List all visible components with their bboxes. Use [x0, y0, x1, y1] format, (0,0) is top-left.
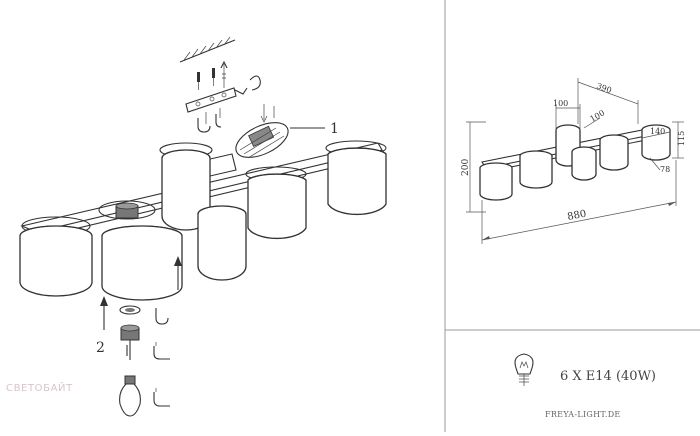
- arrow-up-icon: [100, 296, 108, 330]
- mini-shade-1: [479, 162, 513, 201]
- bulb-part: [119, 375, 141, 417]
- hook-icon: [153, 392, 170, 407]
- bulb-icon: [514, 353, 534, 386]
- shade-5: [245, 166, 307, 240]
- dimension-drawing: 390 100 100 140 115 200 78 880: [461, 78, 686, 244]
- hook-icon: [153, 346, 170, 360]
- socket-part: [120, 324, 140, 360]
- callout-2-label: 2: [96, 340, 105, 356]
- bulb-spec: 6 X E14 (40W): [560, 369, 657, 384]
- center-socket: [98, 200, 156, 220]
- callout-1-label: 1: [330, 121, 339, 137]
- arrow-up-icon: [174, 256, 182, 290]
- mini-shade-5: [599, 134, 629, 171]
- dim-100-side: 100: [589, 108, 607, 123]
- hook-icon: [249, 75, 261, 91]
- dim-140: 140: [650, 127, 665, 136]
- hook-icon: [197, 118, 211, 133]
- watermark: СВЕТОБАЙТ: [6, 383, 73, 394]
- hook-icon: [155, 308, 169, 325]
- shade-4: [197, 205, 247, 281]
- mounting-bar: [185, 87, 237, 113]
- ring-part: [119, 305, 141, 315]
- screw-icon: [197, 60, 228, 90]
- terminal-block-detail: [235, 104, 289, 159]
- dim-200: 200: [461, 159, 471, 176]
- exploded-view: 1: [19, 36, 387, 417]
- dim-390: 390: [595, 81, 612, 95]
- dim-880: 880: [566, 209, 587, 223]
- mini-shade-2: [519, 150, 553, 189]
- shade-2: [101, 225, 183, 301]
- shade-6: [325, 140, 387, 216]
- brand-site: FREYA-LIGHT.DE: [545, 410, 621, 419]
- mini-shade-4: [571, 146, 597, 181]
- ceiling-mount-icon: [179, 36, 236, 63]
- small-clip: [234, 87, 248, 95]
- hook-icon: [215, 114, 222, 128]
- shade-1: [19, 216, 93, 297]
- dim-115: 115: [677, 131, 686, 146]
- dim-78: 78: [660, 165, 670, 174]
- dim-100-top: 100: [553, 99, 568, 108]
